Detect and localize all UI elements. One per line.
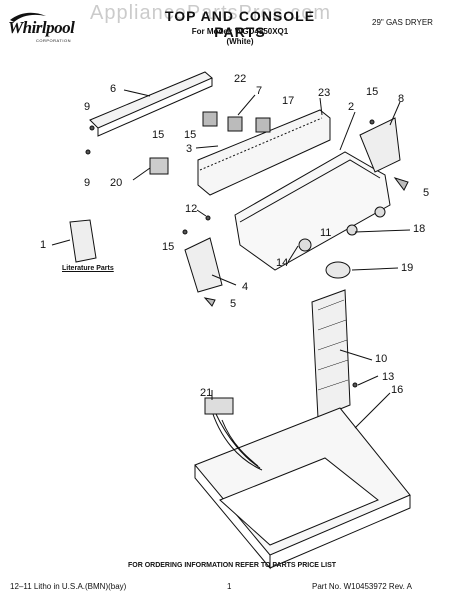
callout-23: 23 xyxy=(318,87,330,99)
knob-mid xyxy=(346,224,358,236)
ordering-note: FOR ORDERING INFORMATION REFER TO PARTS … xyxy=(127,562,337,569)
model-line: For Model: WGD4850XQ1 xyxy=(191,27,289,36)
callout-12: 12 xyxy=(185,203,197,215)
callout-20: 20 xyxy=(110,177,122,189)
callout-3: 3 xyxy=(186,143,192,155)
brand-subtitle: CORPORATION xyxy=(36,38,71,43)
clip-5b xyxy=(203,297,216,307)
whirlpool-logo xyxy=(6,10,84,50)
end-cap-right xyxy=(359,117,401,173)
callout-1: 1 xyxy=(40,239,46,251)
console-top xyxy=(234,151,391,271)
callout-21: 21 xyxy=(200,387,212,399)
callout-9a: 9 xyxy=(84,101,90,113)
page-title: TOP AND CONSOLE PARTS xyxy=(164,8,316,40)
callout-9b: 9 xyxy=(84,177,90,189)
callout-15c: 15 xyxy=(184,129,196,141)
callout-18: 18 xyxy=(413,223,425,235)
screw-12 xyxy=(205,215,211,221)
callout-10: 10 xyxy=(375,353,387,365)
screw-15b xyxy=(369,119,375,125)
callout-15d: 15 xyxy=(152,129,164,141)
wire-harness xyxy=(209,404,263,471)
literature-booklet xyxy=(69,219,97,263)
callout-22: 22 xyxy=(234,73,246,85)
callout-8: 8 xyxy=(398,93,404,105)
control-panel xyxy=(197,109,331,196)
callout-4: 4 xyxy=(242,281,248,293)
callout-15b: 15 xyxy=(366,86,378,98)
screw-13 xyxy=(352,382,358,388)
callout-19: 19 xyxy=(401,262,413,274)
callout-5a: 5 xyxy=(423,187,429,199)
literature-parts-label: Literature Parts xyxy=(62,265,114,272)
product-category: 29" GAS DRYER xyxy=(372,18,433,27)
callout-17: 17 xyxy=(282,95,294,107)
screw-9a xyxy=(89,125,95,131)
callout-labels: 1 2 3 4 5 5 6 7 8 9 9 10 11 12 13 14 15 … xyxy=(40,73,429,399)
screw-15a xyxy=(182,229,188,235)
watermark: AppliancePartsPros.com xyxy=(90,2,331,24)
lint-screen xyxy=(311,289,351,419)
part-number: Part No. W10453972 Rev. A xyxy=(312,582,412,591)
clip-5a xyxy=(393,177,409,191)
model-variant: (White) xyxy=(226,37,254,46)
console-back-panel xyxy=(89,71,213,129)
brand-name: Whirlpool xyxy=(8,18,75,37)
timer-knob xyxy=(325,261,351,279)
page-number: 1 xyxy=(227,582,232,591)
litho-info: 12–11 Litho in U.S.A.(BMN)(bay) xyxy=(10,582,127,591)
screw-9b xyxy=(85,149,91,155)
callout-6: 6 xyxy=(110,83,116,95)
switch-7 xyxy=(227,116,243,132)
knob-left xyxy=(298,238,312,252)
knob-right xyxy=(374,206,386,218)
switch-22 xyxy=(202,111,218,127)
callout-5b: 5 xyxy=(230,298,236,310)
callout-14: 14 xyxy=(276,257,288,269)
callout-11a: 11 xyxy=(320,227,331,239)
switch-17 xyxy=(255,117,271,133)
callout-15a: 15 xyxy=(162,241,174,253)
callout-2: 2 xyxy=(348,101,354,113)
callout-13: 13 xyxy=(382,371,394,383)
callout-16: 16 xyxy=(391,384,403,396)
callout-7: 7 xyxy=(256,85,262,97)
end-cap-left xyxy=(184,237,223,293)
bracket-20 xyxy=(149,157,169,175)
